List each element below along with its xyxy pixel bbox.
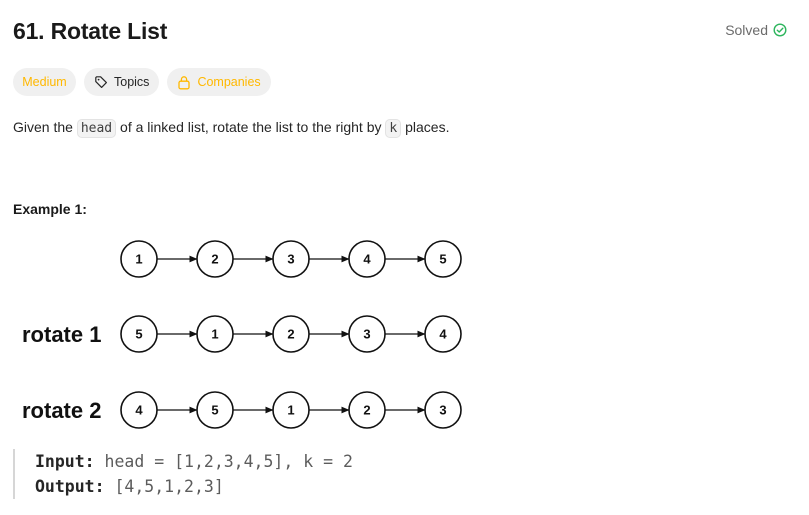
output-label: Output: bbox=[35, 477, 105, 496]
list-node bbox=[424, 240, 462, 278]
rotate-list-diagram: 1 2 3 4 5 rotate 1 5 1 2 3 4 rotate 2 4 5 1 2 3 bbox=[22, 240, 462, 429]
check-circle-icon bbox=[773, 23, 787, 37]
list-node-value: 2 bbox=[211, 252, 218, 267]
list-node bbox=[348, 240, 386, 278]
list-node-value: 4 bbox=[135, 403, 143, 418]
list-node-value: 2 bbox=[287, 327, 294, 342]
tag-list: Medium Topics Companies bbox=[13, 68, 271, 96]
solved-status[interactable]: Solved bbox=[725, 22, 787, 38]
list-node bbox=[120, 240, 158, 278]
solved-label: Solved bbox=[725, 22, 768, 38]
list-node-value: 4 bbox=[439, 327, 447, 342]
list-node bbox=[272, 240, 310, 278]
list-node-value: 3 bbox=[287, 252, 294, 267]
list-node bbox=[196, 315, 234, 353]
problem-description: Given the head of a linked list, rotate … bbox=[13, 116, 449, 140]
output-value: [4,5,1,2,3] bbox=[114, 477, 224, 496]
example-io-block: Input: head = [1,2,3,4,5], k = 2 Output:… bbox=[13, 449, 353, 499]
example-output-line: Output: [4,5,1,2,3] bbox=[35, 474, 353, 499]
inline-code-k: k bbox=[385, 119, 402, 138]
input-label: Input: bbox=[35, 452, 95, 471]
topics-label: Topics bbox=[114, 75, 150, 89]
list-node-value: 5 bbox=[211, 403, 218, 418]
list-node-value: 1 bbox=[135, 252, 142, 267]
list-node bbox=[272, 315, 310, 353]
list-node bbox=[120, 315, 158, 353]
list-node-value: 2 bbox=[363, 403, 370, 418]
list-node bbox=[424, 391, 462, 429]
list-node bbox=[348, 391, 386, 429]
companies-label: Companies bbox=[197, 75, 261, 89]
problem-title: 61. Rotate List bbox=[13, 18, 168, 44]
topics-tag[interactable]: Topics bbox=[84, 68, 160, 96]
description-text: places. bbox=[401, 119, 450, 135]
difficulty-tag[interactable]: Medium bbox=[13, 68, 76, 96]
list-node bbox=[196, 240, 234, 278]
list-node bbox=[120, 391, 158, 429]
list-node bbox=[424, 315, 462, 353]
list-node-value: 3 bbox=[363, 327, 370, 342]
list-node bbox=[348, 315, 386, 353]
list-node-value: 5 bbox=[135, 327, 142, 342]
list-node-value: 1 bbox=[287, 403, 294, 418]
list-node bbox=[196, 391, 234, 429]
inline-code-head: head bbox=[76, 119, 117, 138]
input-value: head = [1,2,3,4,5], k = 2 bbox=[104, 452, 353, 471]
description-text: Given the bbox=[13, 119, 77, 135]
list-node-value: 3 bbox=[439, 403, 446, 418]
lock-icon bbox=[177, 75, 191, 90]
list-node-value: 4 bbox=[363, 252, 371, 267]
rotate-label: rotate 2 bbox=[22, 398, 101, 423]
description-text: of a linked list, rotate the list to the… bbox=[116, 119, 386, 135]
list-node-value: 5 bbox=[439, 252, 446, 267]
tag-icon bbox=[94, 75, 108, 89]
rotate-label: rotate 1 bbox=[22, 322, 101, 347]
example-title: Example 1: bbox=[13, 201, 87, 217]
list-node-value: 1 bbox=[211, 327, 218, 342]
list-node bbox=[272, 391, 310, 429]
companies-tag[interactable]: Companies bbox=[167, 68, 271, 96]
example-input-line: Input: head = [1,2,3,4,5], k = 2 bbox=[35, 449, 353, 474]
